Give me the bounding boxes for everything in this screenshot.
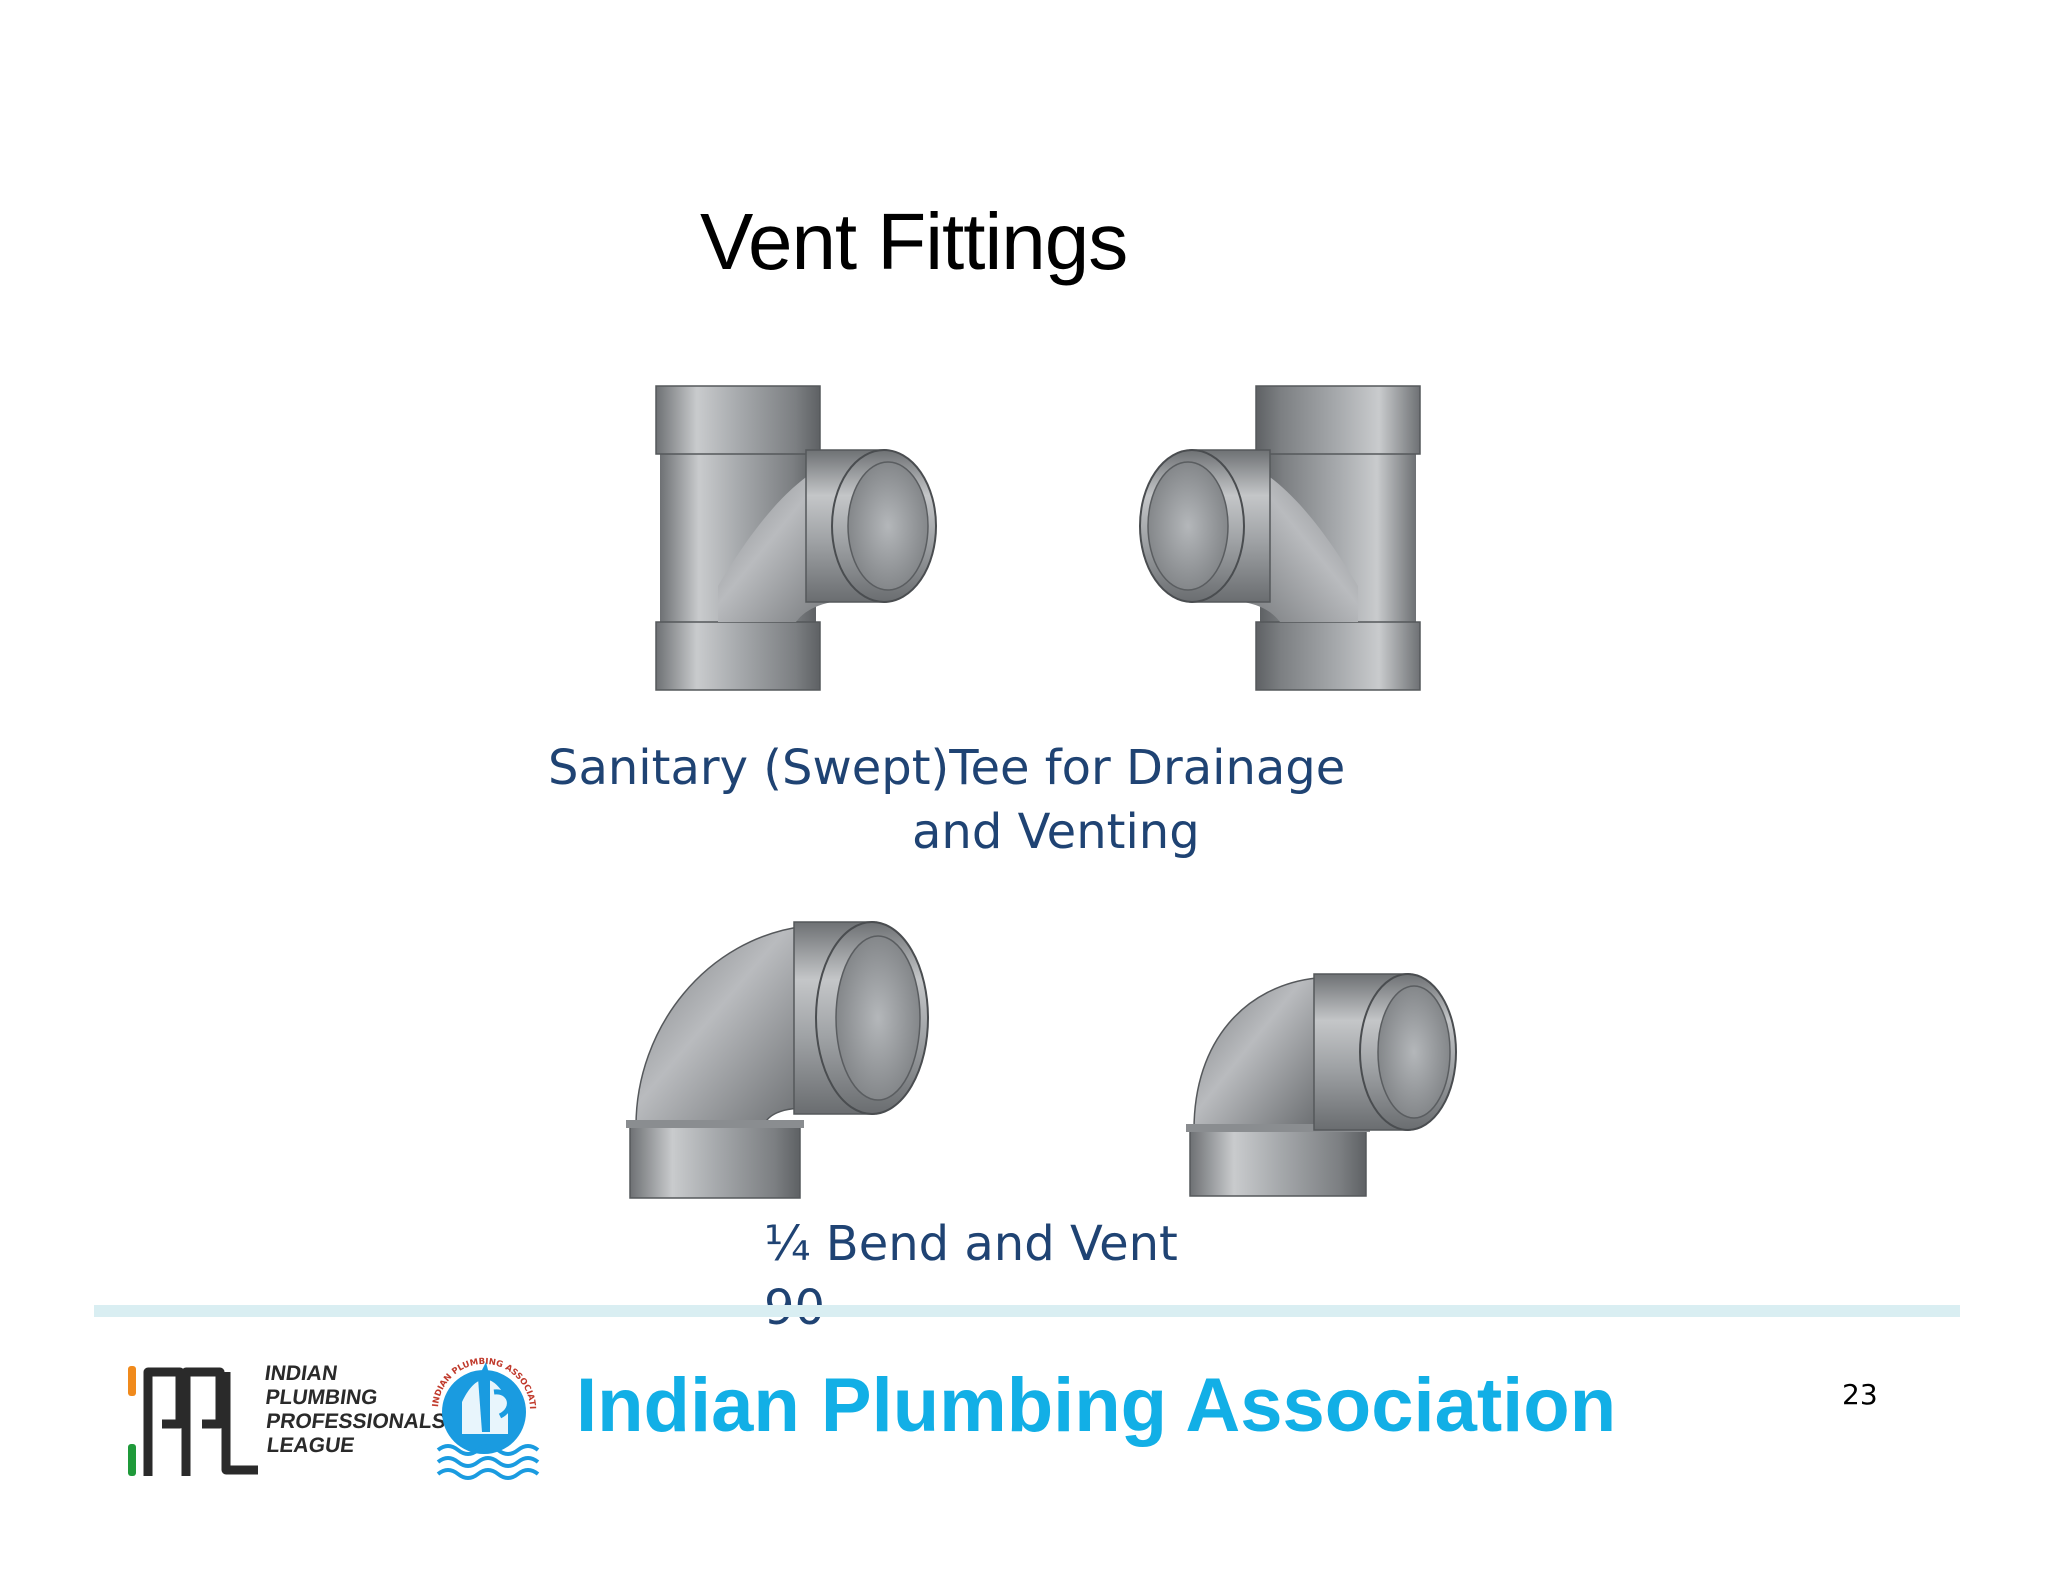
sanitary-tee-right-image	[655, 385, 937, 691]
slide-title: Vent Fittings	[700, 197, 1128, 286]
association-name: Indian Plumbing Association	[576, 1363, 1617, 1448]
ippl-logo: INDIAN PLUMBING PROFESSIONALS LEAGUE	[128, 1362, 447, 1476]
ippl-logo-word-4: LEAGUE	[265, 1434, 356, 1457]
bend-caption-line1: ¼ Bend and Vent	[764, 1216, 1178, 1272]
ippl-logo-word-3: PROFESSIONALS	[265, 1410, 448, 1433]
short-bend-image	[1186, 973, 1457, 1197]
long-sweep-bend-image	[626, 921, 929, 1199]
ipa-emblem-logo: INDIAN PLUMBING ASSOCIATION	[420, 1325, 540, 1480]
footer-divider	[94, 1305, 1960, 1317]
tee-caption: Sanitary (Swept)Tee for Drainage and Ven…	[548, 736, 1448, 864]
ippl-logo-word-2: PLUMBING	[264, 1386, 379, 1409]
tee-caption-line1: Sanitary (Swept)Tee for Drainage	[548, 740, 1346, 796]
tee-caption-line2: and Venting	[912, 804, 1200, 860]
sanitary-tee-left-image	[1139, 385, 1421, 691]
ippl-logo-word-1: INDIAN	[263, 1362, 339, 1385]
bend-caption: ¼ Bend and Vent 90	[764, 1212, 1244, 1340]
page-number: 23	[1842, 1378, 1878, 1411]
